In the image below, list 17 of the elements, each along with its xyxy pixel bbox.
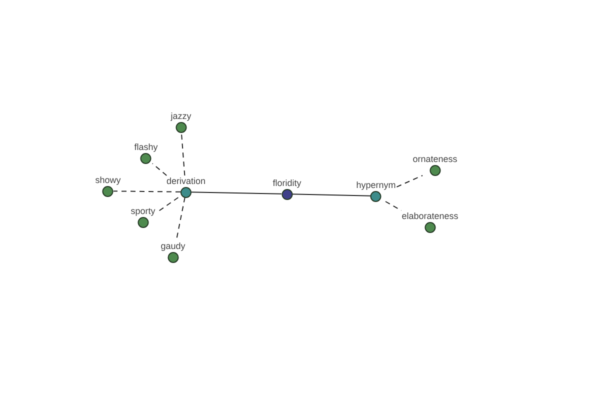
connector-line: [191, 192, 282, 194]
dashed-connector: [180, 132, 186, 176]
dashed-connector: [152, 163, 168, 176]
dashed-connector: [113, 190, 181, 192]
node-label: gaudy: [160, 240, 186, 250]
node-label: floridity: [272, 178, 302, 188]
node-label: jazzy: [170, 110, 192, 120]
node-label: showy: [94, 174, 122, 184]
dashed-connector: [385, 201, 402, 211]
connector-line: [292, 194, 371, 196]
node-label: sporty: [130, 206, 156, 216]
node-label: derivation: [165, 176, 207, 186]
dashed-connector: [396, 175, 423, 188]
node-label: ornateness: [412, 154, 458, 164]
node-label: hypernym: [355, 180, 397, 190]
node-label: flashy: [133, 142, 159, 152]
node-label: elaborateness: [400, 210, 460, 220]
